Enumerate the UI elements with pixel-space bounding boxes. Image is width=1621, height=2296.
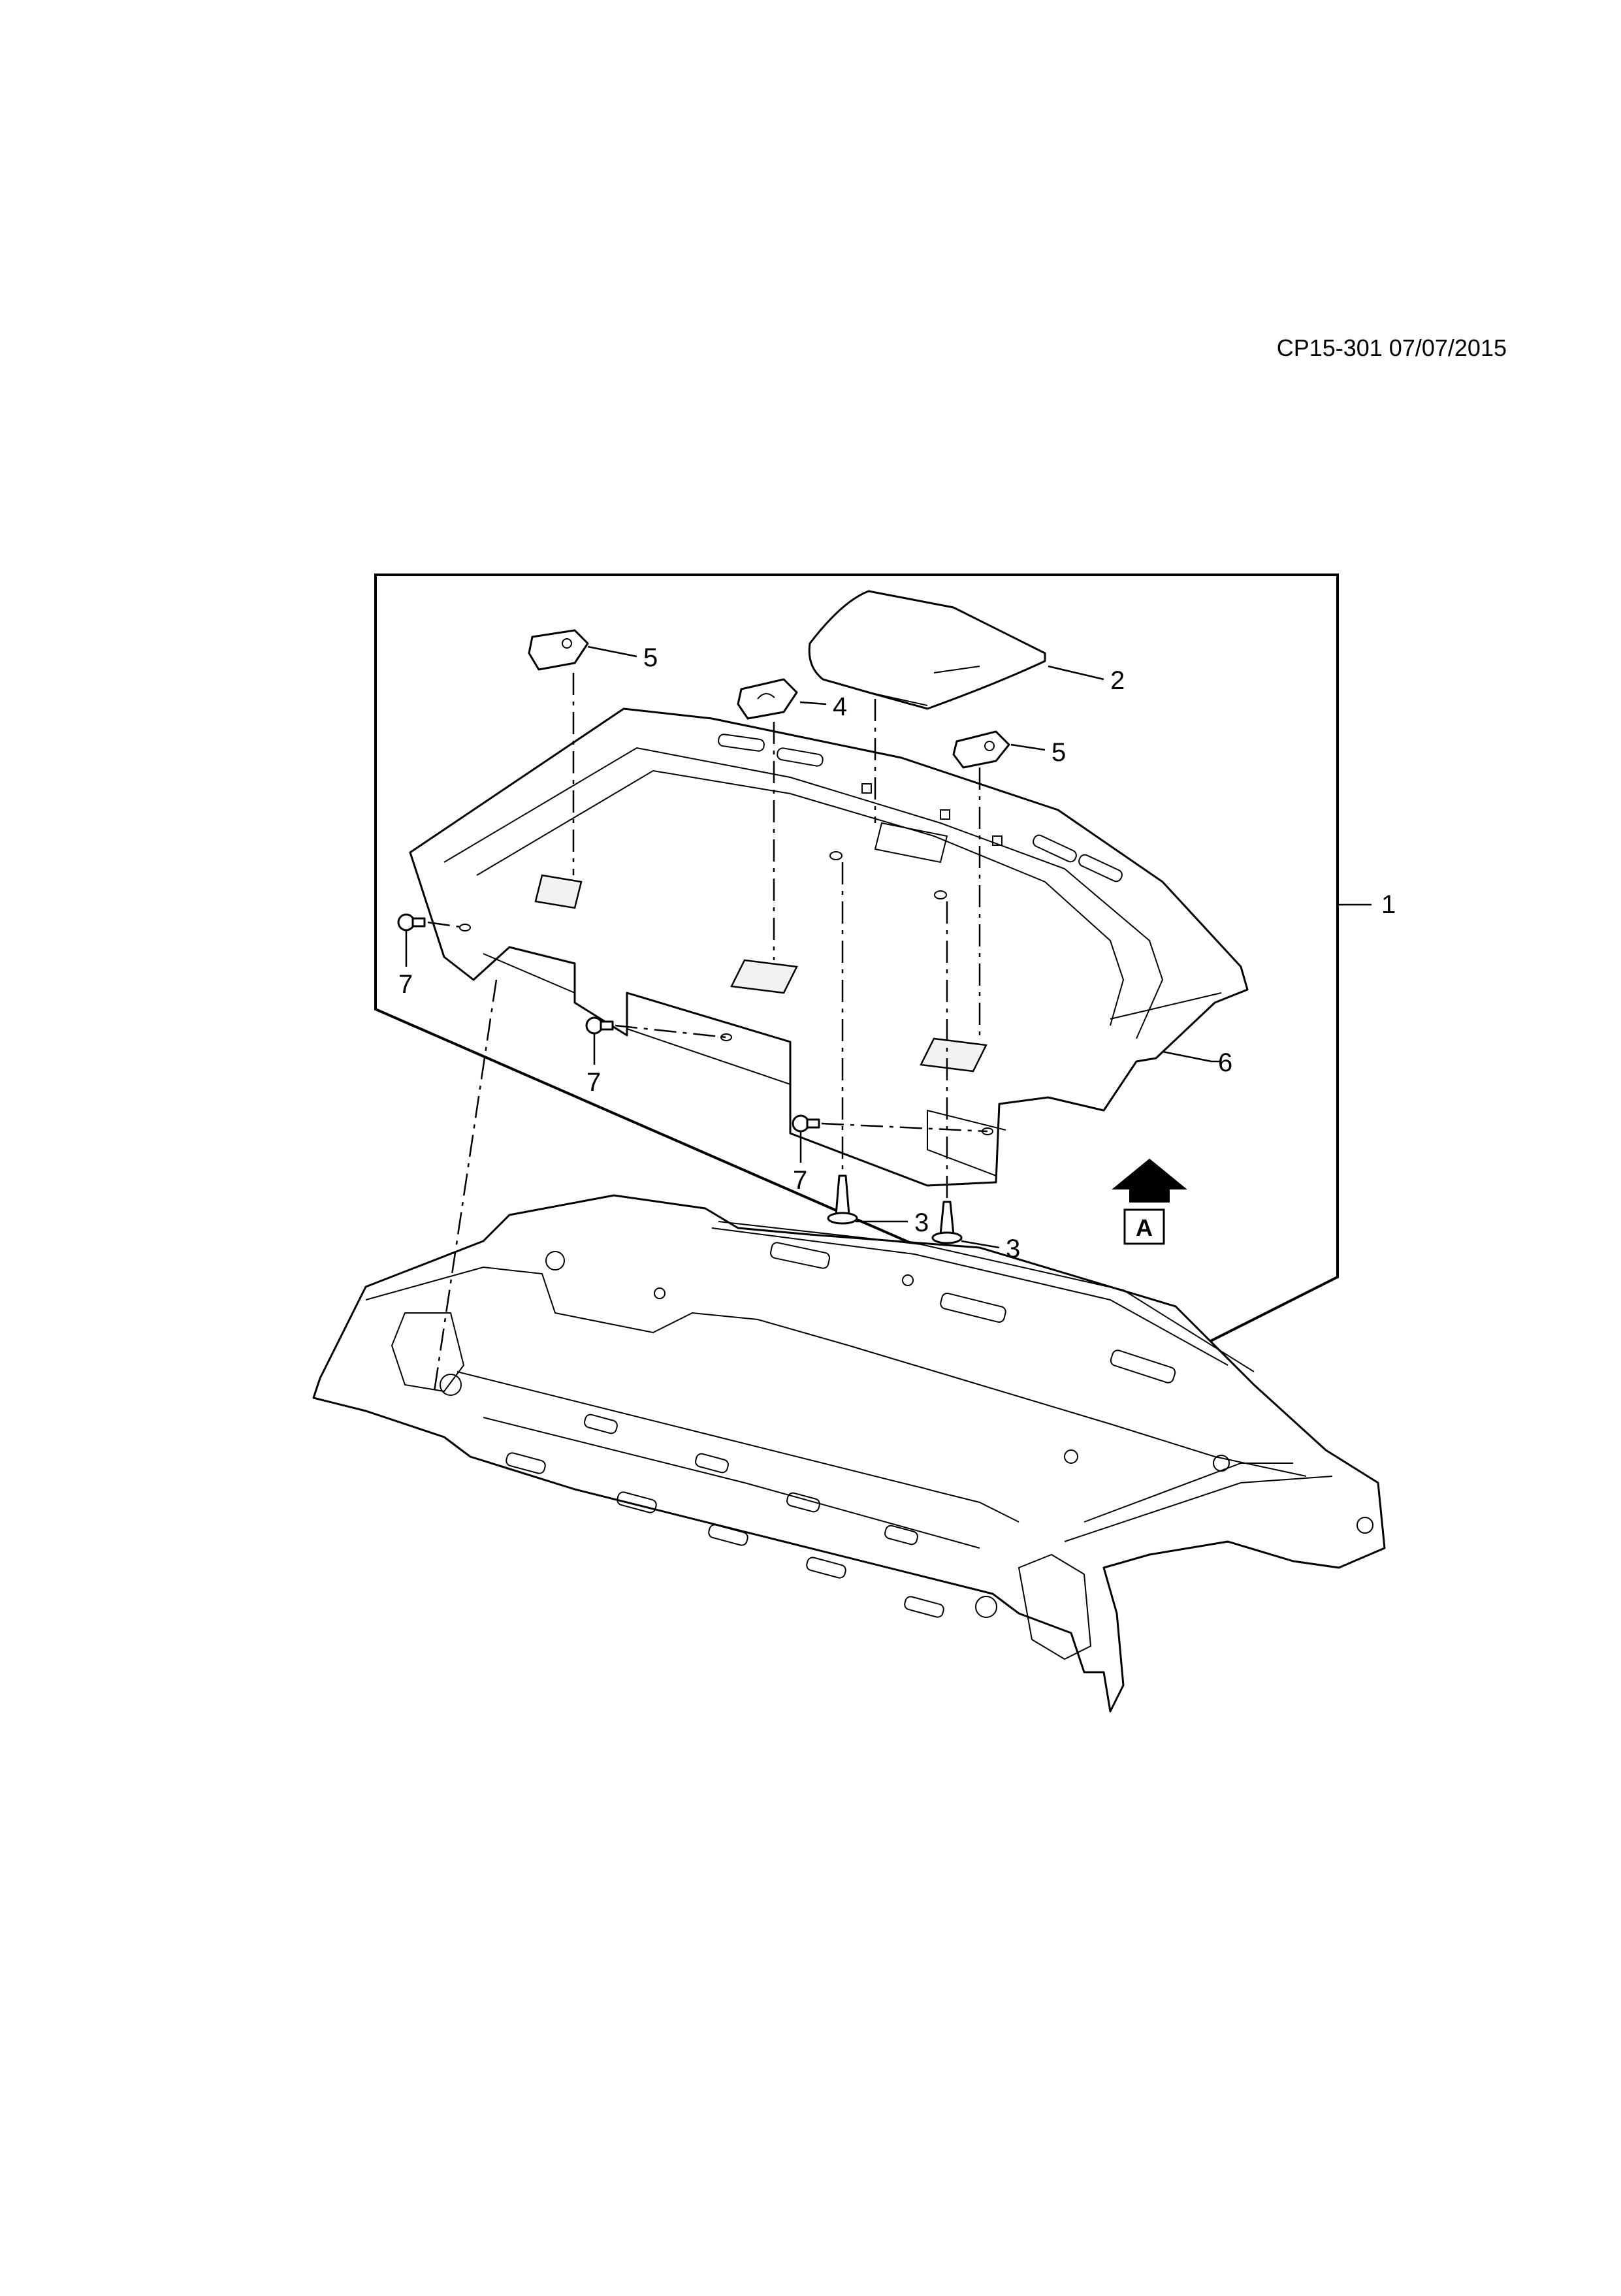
detail-frame [374,574,1339,1361]
callout-3b: 3 [1006,1235,1020,1263]
push-pin-right [931,1201,963,1244]
clip-fastener-2 [585,1016,614,1035]
callout-1: 1 [1381,890,1396,919]
callout-5a: 5 [643,643,658,672]
view-a-marker: A [1112,1158,1187,1245]
callout-7c: 7 [793,1166,807,1195]
rear-shelf-panel [409,707,1249,1187]
callout-7b: 7 [586,1068,601,1097]
callout-7a: 7 [398,970,413,999]
callout-6: 6 [1218,1048,1232,1077]
rear-body-panel [312,1194,1386,1713]
clip-fastener-3 [792,1114,820,1133]
stop-lamp [808,590,1046,710]
callout-2: 2 [1110,666,1125,695]
callout-3a: 3 [914,1208,929,1237]
callout-5b: 5 [1051,738,1066,767]
assembly-lines [427,673,988,1392]
seat-belt-bezel-left [528,629,589,671]
seat-belt-bezel-center [737,678,798,720]
seat-belt-bezel-right [952,730,1010,769]
stop-lamp-edge [822,679,928,706]
diagram-reference-code: CP15-301 07/07/2015 [1276,334,1507,361]
callout-4: 4 [833,692,847,721]
leader-lines [405,645,1372,1249]
view-label: A [1136,1214,1153,1241]
push-pin-left [827,1174,858,1225]
view-arrow-icon [1112,1158,1187,1203]
clip-fastener-1 [397,913,426,931]
